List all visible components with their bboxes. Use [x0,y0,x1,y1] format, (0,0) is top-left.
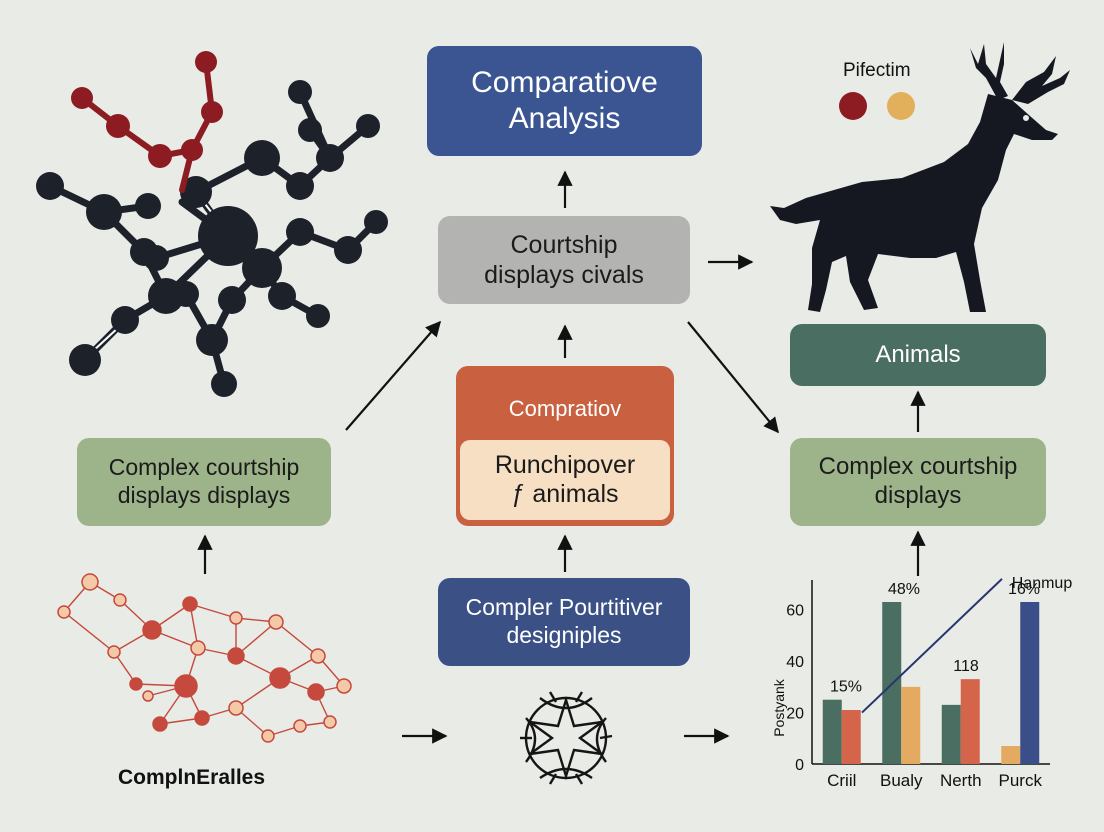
deer-silhouette [770,42,1070,312]
molecule-illustration [36,51,388,397]
y-tick-label: 0 [795,757,804,774]
x-tick-label: Nerth [940,771,982,790]
annotation-48: 48% [888,581,920,598]
courtship-displays-line2: displays civals [484,261,644,289]
runchipover-line2: ƒ animals [511,480,619,508]
runchipover-line1: Runchipover [494,451,636,480]
compler-pourtitiver-box: Compler Pourtitiver designiples [438,578,690,666]
x-tick-label: Criil [827,771,856,790]
y-tick-label: 60 [786,603,804,620]
comparative-analysis-line2: Analysis [508,102,621,135]
comparative-orange-box: Compratiov Runchipover ƒ animals [456,366,674,526]
comparative-orange-header: Compratiov [508,396,622,421]
bar [960,679,980,764]
annotation-16: 16% [1008,581,1040,598]
complex-courtship-right-box: Complex courtship displays [790,438,1046,526]
bar [822,699,842,764]
comparative-analysis-box: Comparatiove Analysis [427,46,702,156]
bar [1001,746,1021,764]
bar [901,686,921,764]
complex-courtship-right-line2: displays [874,482,962,509]
network-caption: ComplnEralles [118,766,266,789]
dark-red-dot-icon [839,92,867,120]
y-tick-label: 40 [786,654,804,671]
complex-courtship-left-box: Complex courtship displays displays [77,438,331,526]
network-illustration [57,573,352,743]
complex-courtship-left-line2: displays displays [117,482,291,508]
arrow-mid-to-right [687,321,779,434]
annotation-hanmup: Hanmup [1012,575,1073,592]
compler-pourtitiver-line1: Compler Pourtitiver [465,594,663,621]
animals-label: Animals [875,340,961,368]
y-tick-label: 20 [786,706,804,723]
legend-title: Pifectim [843,60,911,81]
y-axis-label: Postyank [771,678,787,737]
x-tick-label: Bualy [880,771,923,790]
arrow-left-to-mid [345,320,442,431]
knot-illustration [520,691,613,785]
complex-courtship-left-line1: Complex courtship [108,454,300,481]
x-tick-label: Purck [999,771,1043,790]
complex-courtship-right-line1: Complex courtship [818,453,1018,481]
annotation-15: 15% [830,679,862,696]
trend-line [861,578,1003,714]
bar [1020,602,1040,764]
gold-dot-icon [887,92,915,120]
comparative-analysis-line1: Comparatiove [471,66,658,99]
bar [841,710,861,764]
courtship-displays-box: Courtship displays civals [438,216,690,304]
compler-pourtitiver-line2: designiples [506,622,622,648]
bar [941,704,961,764]
courtship-displays-line1: Courtship [510,231,618,259]
annotation-118: 118 [953,658,979,675]
runchipover-inner-box: Runchipover ƒ animals [460,440,670,520]
animals-box: Animals [790,324,1046,386]
